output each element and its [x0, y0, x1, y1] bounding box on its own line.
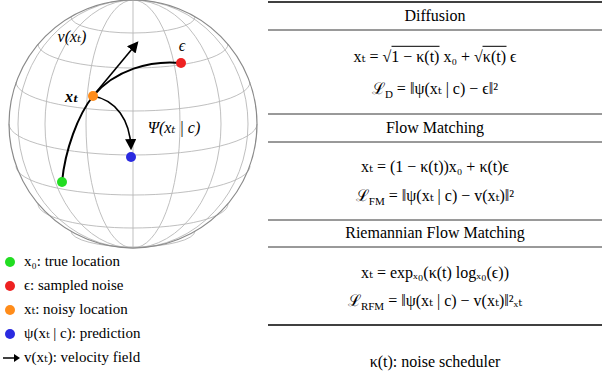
equation-row: xₜ = √1 − κ(t)x₀ + √κ(t)ϵ	[354, 48, 517, 66]
loss-equation-text: = ‖ψ(xₜ | c) − v(xₜ)‖²	[389, 187, 514, 204]
point-label: ϵ	[179, 37, 185, 55]
section-title-row: Riemannian Flow Matching	[345, 224, 525, 242]
loss-equation-text: ℒ	[372, 80, 385, 97]
loss-equation-text: = ‖ψ(xₜ | c) − ϵ‖²	[397, 80, 498, 97]
section-title-text: Diffusion	[404, 7, 465, 24]
noisy-point	[88, 91, 98, 101]
legend-swatch	[5, 257, 15, 267]
prediction-point	[126, 152, 136, 162]
loss-equation-text: = ‖ψ(xₜ | c) − v(xₜ)‖²ₓₜ	[388, 292, 522, 309]
loss-equation-text: ℒ	[356, 187, 369, 204]
equation-text: 1 − κ(t)	[391, 46, 439, 65]
loss-equation-row: ℒFM = ‖ψ(xₜ | c) − v(xₜ)‖²	[356, 187, 514, 208]
point-label: v(xₜ)	[58, 28, 87, 46]
equation-text: xₜ = √	[354, 48, 392, 65]
legend-swatch	[5, 281, 15, 291]
equation-row: xₜ = (1 − κ(t))x₀ + κ(t)ϵ	[361, 158, 509, 176]
loss-equation-row: ℒRFM = ‖ψ(xₜ | c) − v(xₜ)‖²ₓₜ	[348, 292, 522, 313]
sphere-outline	[9, 0, 257, 248]
legend-swatch	[5, 305, 15, 315]
equation-text: κ(t)	[483, 46, 506, 65]
legend-text: v(xₜ): velocity field	[24, 349, 140, 366]
table-note-row: κ(t): noise scheduler	[370, 353, 501, 371]
sphere-grid	[9, 0, 257, 248]
legend-text: x₀: true location	[24, 253, 120, 270]
legend-text: ϵ: sampled noise	[24, 277, 123, 294]
velocity-arrow	[93, 43, 137, 96]
equation-text: xₜ = (1 − κ(t))x₀ + κ(t)ϵ	[361, 158, 509, 175]
true-point	[57, 177, 67, 187]
loss-equation-row: ℒD = ‖ψ(xₜ | c) − ϵ‖²	[372, 80, 498, 101]
legend-text: ψ(xₜ | c): prediction	[24, 325, 140, 342]
section-title-text: Flow Matching	[386, 119, 484, 136]
loss-equation-text: RFM	[361, 300, 384, 312]
legend-text: xₜ: noisy location	[24, 301, 128, 318]
loss-equation-text: ℒ	[348, 292, 361, 309]
legend-swatch	[5, 329, 15, 339]
table-note-text: κ(t): noise scheduler	[370, 353, 501, 370]
equation-row: xₜ = expₓ₀(κ(t) logₓ₀(ϵ))	[361, 264, 509, 282]
prediction-arrow	[93, 96, 131, 148]
loss-equation-text: FM	[369, 195, 385, 207]
equation-text: x₀ + √	[443, 48, 482, 65]
section-title-row: Flow Matching	[386, 119, 484, 137]
point-label: Ψ(xₜ | c)	[148, 119, 200, 137]
noise-point	[176, 58, 186, 68]
section-title-text: Riemannian Flow Matching	[345, 224, 525, 241]
equation-text: ϵ	[510, 48, 516, 65]
point-label: xₜ	[65, 88, 79, 106]
loss-equation-text: D	[385, 88, 393, 100]
table-rules	[268, 2, 602, 325]
section-title-row: Diffusion	[404, 7, 465, 25]
equation-text: xₜ = expₓ₀(κ(t) logₓ₀(ϵ))	[361, 264, 509, 281]
legend-arrow	[2, 352, 22, 364]
